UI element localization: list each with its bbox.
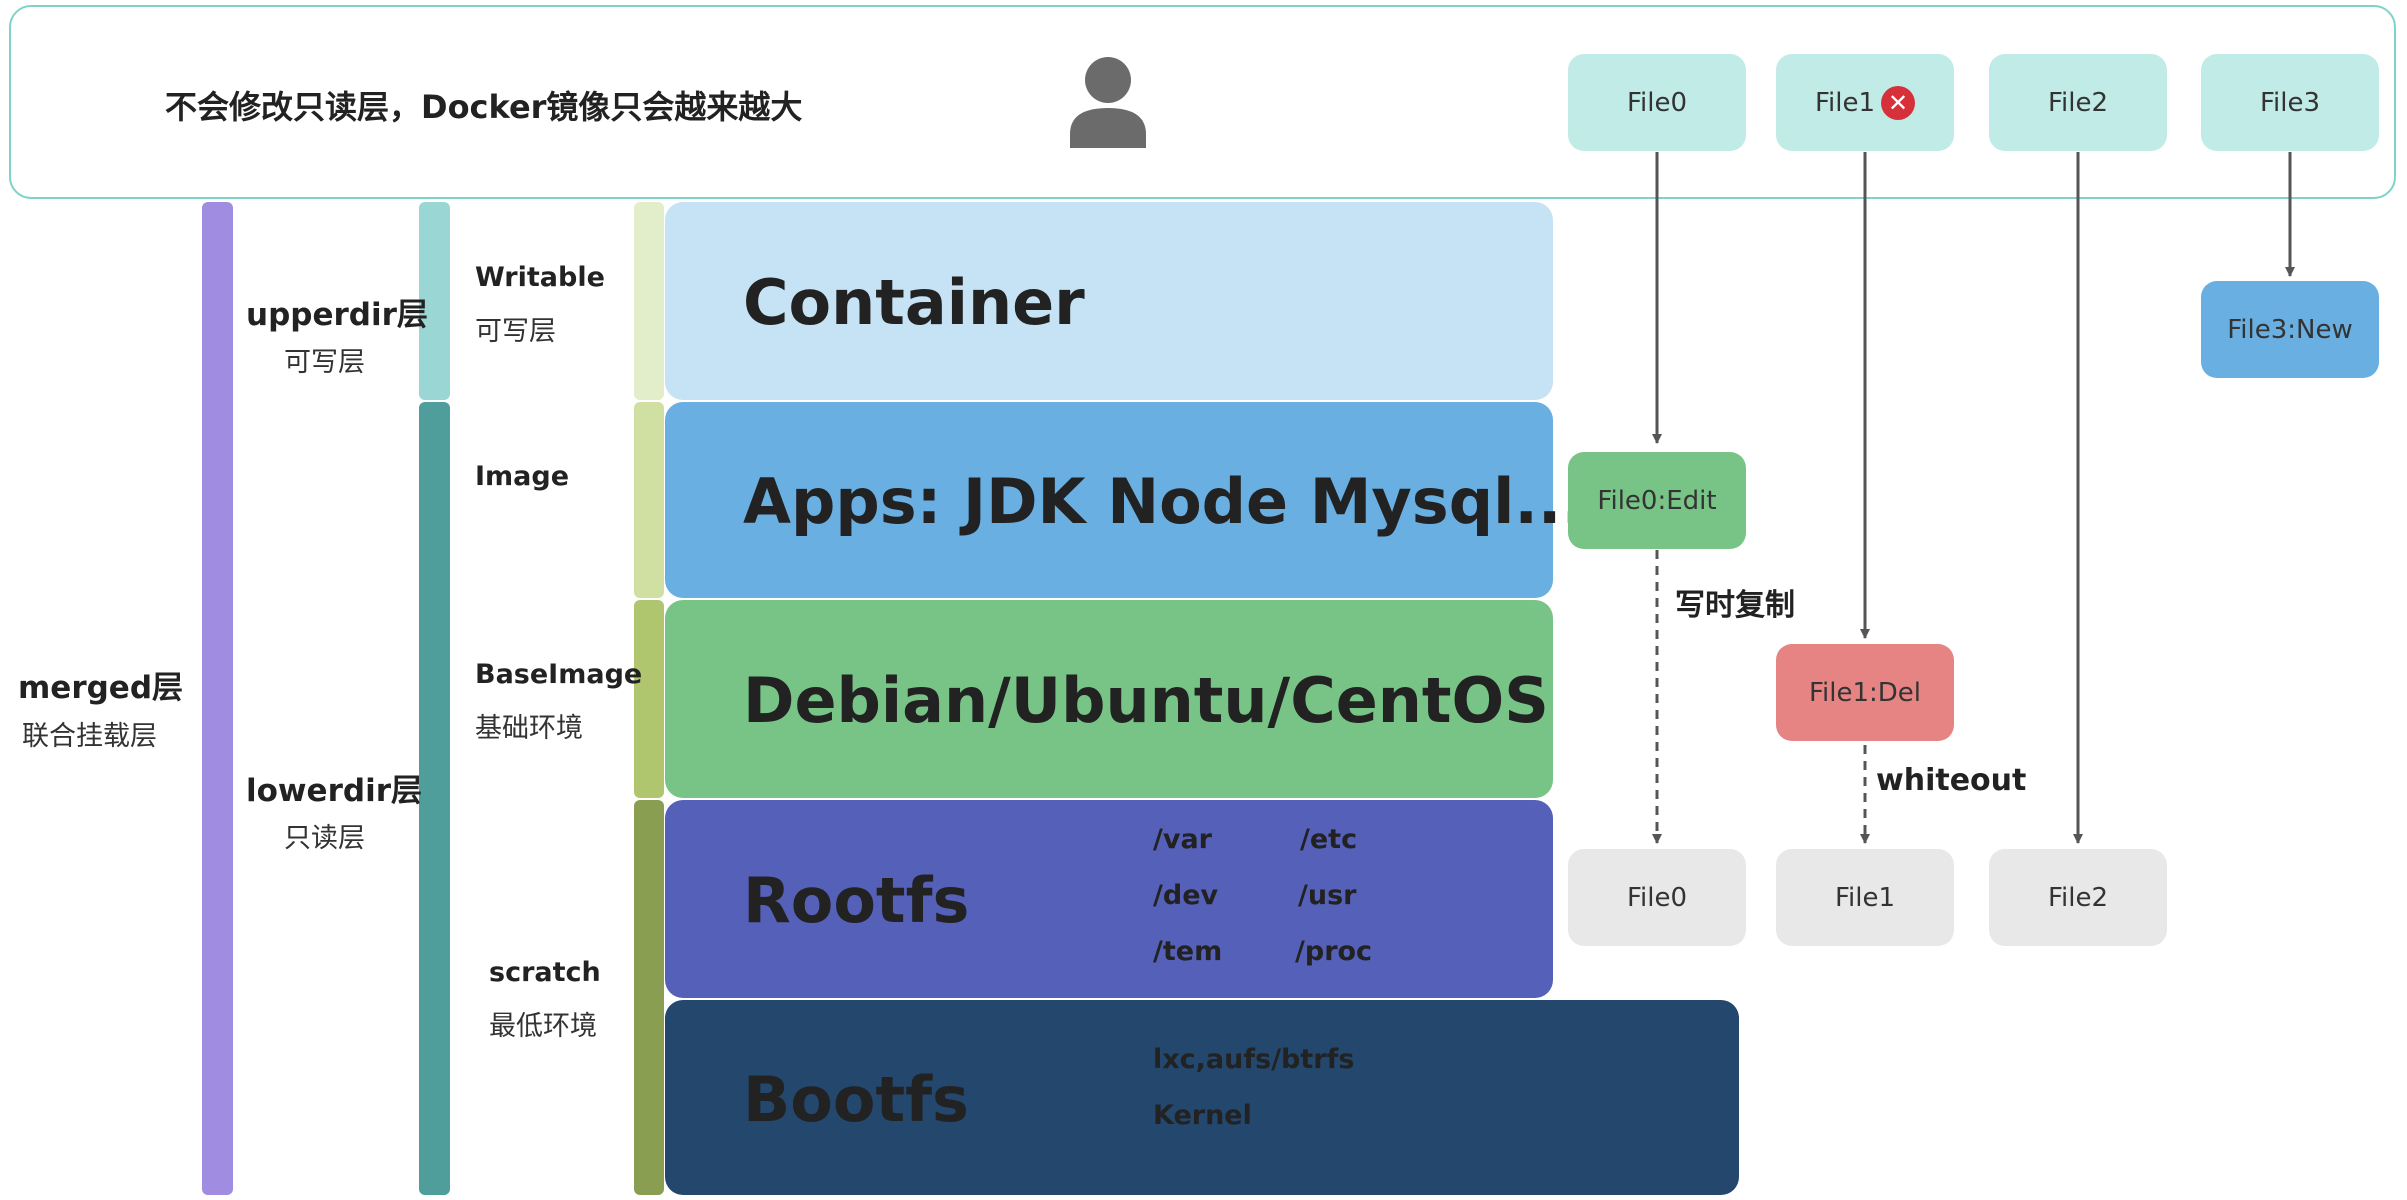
scratch-sublabel: 最低环境: [489, 1011, 597, 1042]
top-note: 不会修改只读层，Docker镜像只会越来越大: [165, 88, 803, 126]
scratch-bar: [634, 800, 664, 1195]
cow-annotation: 写时复制: [1675, 588, 1795, 623]
upperdir-title: upperdir层: [246, 297, 428, 333]
file-label: File1:Del: [1808, 677, 1922, 708]
file1-del: File1:Del: [1776, 644, 1954, 741]
file-label: File0: [1626, 87, 1688, 118]
file2-bottom: File2: [1989, 849, 2167, 946]
rootfs-title: Rootfs: [743, 864, 970, 937]
file2-top: File2: [1989, 54, 2167, 151]
rootfs-dir: /etc: [1300, 824, 1358, 855]
writable-label: Writable: [475, 262, 605, 293]
file0-bottom: File0: [1568, 849, 1746, 946]
rootfs-dir: /usr: [1298, 880, 1357, 911]
merged-title: merged层: [18, 670, 184, 706]
image-label: Image: [475, 461, 570, 492]
bootfs-item: Kernel: [1153, 1100, 1252, 1131]
merged-bar: [202, 202, 233, 1195]
apps-layer: Apps: JDK Node Mysql...: [665, 402, 1585, 598]
file-label: File2: [2047, 882, 2109, 913]
file1-bottom: File1: [1776, 849, 1954, 946]
debian-layer: Debian/Ubuntu/CentOS: [665, 600, 1553, 798]
upperdir-bar: [419, 202, 450, 400]
lowerdir-title: lowerdir层: [246, 773, 422, 809]
file0-top: File0: [1568, 54, 1746, 151]
file-label: File1: [1814, 87, 1876, 118]
file3-top: File3: [2201, 54, 2379, 151]
rootfs-dir: /dev: [1153, 880, 1219, 911]
rootfs-dir: /proc: [1295, 936, 1373, 967]
file-label: File3: [2259, 87, 2321, 118]
close-circle-icon: ✕: [1881, 85, 1916, 120]
lowerdir-subtitle: 只读层: [284, 823, 365, 854]
writable-sublabel: 可写层: [475, 316, 556, 347]
bootfs-layer: Bootfs lxc,aufs/btrfs Kernel: [665, 1000, 1739, 1195]
container-title: Container: [743, 266, 1085, 339]
rootfs-dir: /var: [1153, 824, 1212, 855]
file1-top: File1 ✕: [1776, 54, 1954, 151]
file-label: File2: [2047, 87, 2109, 118]
upperdir-subtitle: 可写层: [284, 347, 365, 378]
baseimage-sublabel: 基础环境: [475, 713, 583, 744]
lowerdir-bar: [419, 402, 450, 1195]
file0-edit: File0:Edit: [1568, 452, 1746, 549]
container-layer: Container: [665, 202, 1553, 400]
bootfs-title: Bootfs: [743, 1063, 969, 1136]
scratch-label: scratch: [489, 957, 601, 988]
image-bar: [634, 402, 664, 598]
file3-new: File3:New: [2201, 281, 2379, 378]
writable-bar: [634, 202, 664, 400]
rootfs-layer: Rootfs /var /etc /dev /usr /tem /proc: [665, 800, 1553, 998]
apps-title: Apps: JDK Node Mysql...: [743, 465, 1585, 538]
file-label: File1: [1834, 882, 1896, 913]
whiteout-annotation: whiteout: [1876, 763, 2027, 798]
baseimage-label: BaseImage: [475, 659, 643, 690]
bootfs-item: lxc,aufs/btrfs: [1153, 1044, 1355, 1075]
rootfs-dir: /tem: [1153, 936, 1223, 967]
file-label: File0:Edit: [1597, 485, 1717, 516]
baseimage-bar: [634, 600, 664, 798]
user-icon: [1070, 57, 1146, 148]
merged-subtitle: 联合挂载层: [22, 721, 157, 752]
file-label: File0: [1626, 882, 1688, 913]
file-label: File3:New: [2227, 314, 2353, 345]
debian-title: Debian/Ubuntu/CentOS: [743, 664, 1549, 737]
